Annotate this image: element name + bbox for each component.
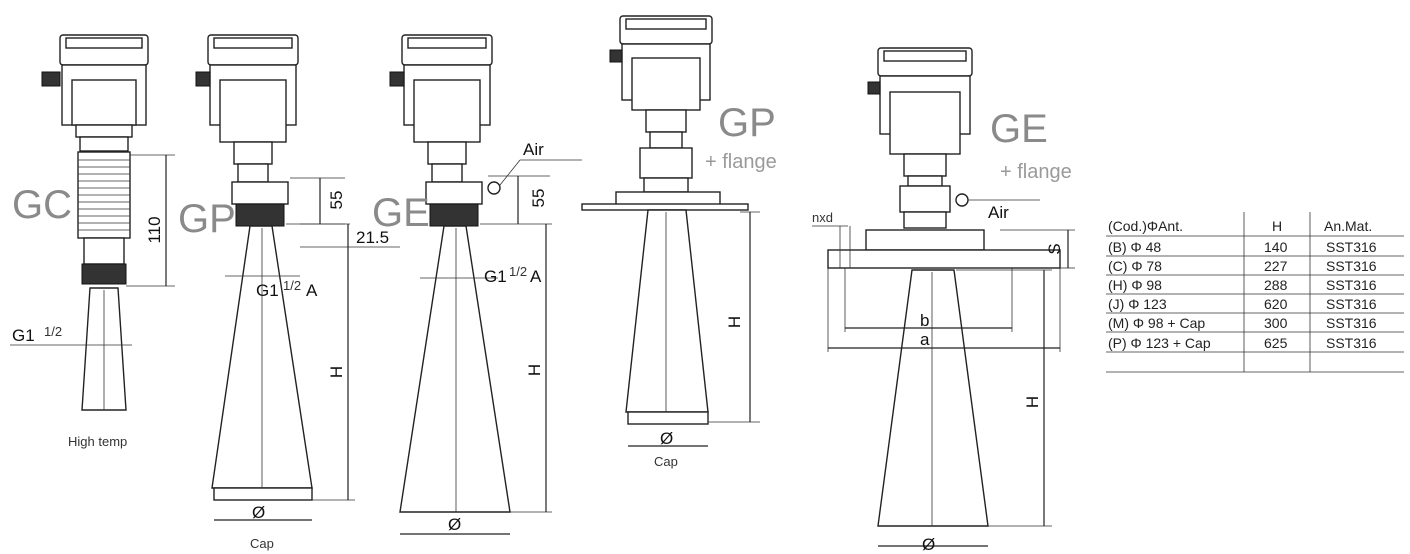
model-code-gp-flange: GP (718, 101, 776, 145)
table-cell-material: SST316 (1326, 335, 1377, 351)
model-gp-thread: 55 21.5 H GP G1 1/2 A Ø Cap (178, 34, 400, 551)
dia-ge-flange: Ø (922, 535, 935, 554)
table-cell-code: (H) Φ 98 (1108, 277, 1162, 293)
horn-ge-flange (877, 269, 989, 527)
table-row: (H) Φ 98 288 SST316 (1108, 277, 1377, 293)
thread-frac-gp: 1/2 (283, 278, 301, 293)
housing-ge-flange (867, 47, 973, 229)
table-cell-code: (J) Φ 123 (1108, 296, 1167, 312)
table-header-code: (Cod.)ΦAnt. (1108, 218, 1183, 234)
cap-gp-thread: Cap (250, 536, 274, 551)
flange-ge (865, 229, 985, 251)
table-row: (P) Φ 123 + Cap 625 SST316 (1108, 335, 1377, 351)
dia-gp-thread: Ø (252, 503, 265, 522)
model-code-ge-flange: GE (990, 107, 1048, 151)
horn-gp-flange (625, 209, 709, 413)
dim-b: b (920, 311, 929, 330)
table-cell-material: SST316 (1326, 239, 1377, 255)
dia-ge-thread: Ø (448, 515, 461, 534)
thread-frac-gc: 1/2 (44, 324, 62, 339)
table-header-material: An.Mat. (1324, 218, 1372, 234)
model-code-gc: GC (12, 183, 72, 227)
air-label-ge-flange: Air (988, 203, 1009, 222)
thread-gc: G1 (12, 326, 35, 345)
table-row: (C) Φ 78 227 SST316 (1108, 258, 1377, 274)
subtitle-ge-flange: + flange (1000, 161, 1072, 183)
nxd-label: nxd (812, 210, 833, 225)
thread-suffix-ge: A (530, 267, 542, 286)
table-cell-h: 140 (1264, 239, 1288, 255)
table-cell-material: SST316 (1326, 315, 1377, 331)
model-gc: 110 GC G1 1/2 High temp (10, 34, 175, 449)
table-cell-code: (B) Φ 48 (1108, 239, 1161, 255)
table-row: (B) Φ 48 140 SST316 (1108, 239, 1377, 255)
table-row: (J) Φ 123 620 SST316 (1108, 296, 1377, 312)
housing-ge-thread (389, 34, 501, 227)
antenna-spec-table: (Cod.)ΦAnt. H An.Mat. (B) Φ 48 140 SST31… (1106, 212, 1404, 373)
table-cell-code: (C) Φ 78 (1108, 258, 1162, 274)
housing-gc (41, 34, 149, 152)
table-cell-material: SST316 (1326, 277, 1377, 293)
model-code-gp-thread: GP (178, 197, 236, 241)
bellows-gc (77, 151, 131, 285)
table-cell-material: SST316 (1326, 296, 1377, 312)
dia-gp-flange: Ø (660, 429, 673, 448)
dim-s: S (1045, 243, 1064, 254)
model-code-ge-thread: GE (372, 191, 430, 235)
table-cell-code: (P) Φ 123 + Cap (1108, 335, 1211, 351)
table-cell-h: 625 (1264, 335, 1288, 351)
table-cell-h: 288 (1264, 277, 1288, 293)
cap-gp-flange: Cap (654, 454, 678, 469)
dim-55-ge: 55 (529, 189, 548, 208)
table-cell-h: 300 (1264, 315, 1288, 331)
table-cell-material: SST316 (1326, 258, 1377, 274)
dim-215: 21.5 (356, 228, 389, 247)
table-header-h: H (1272, 218, 1282, 234)
subtitle-gp-flange: + flange (705, 151, 777, 173)
table-cell-h: 620 (1264, 296, 1288, 312)
thread-gp: G1 (256, 281, 279, 300)
dim-h-gp-thread: H (327, 366, 346, 378)
model-ge-flange: Air nxd S b a H GE + flange (812, 47, 1075, 554)
air-label-ge-thread: Air (523, 140, 544, 159)
dim-55-gp: 55 (327, 191, 346, 210)
model-gp-flange: H GP + flange Ø Cap (581, 15, 777, 469)
model-ge-thread: Air 55 H GE G1 1/2 A Ø (372, 34, 582, 535)
thread-ge: G1 (484, 267, 507, 286)
note-high-temp: High temp (68, 434, 127, 449)
table-cell-code: (M) Φ 98 + Cap (1108, 315, 1205, 331)
table-cell-h: 227 (1264, 258, 1288, 274)
dim-h-gp-flange: H (725, 316, 744, 328)
thread-frac-ge: 1/2 (509, 264, 527, 279)
thread-suffix-gp: A (306, 281, 318, 300)
dim-110: 110 (145, 216, 164, 243)
housing-gp-flange (609, 15, 713, 193)
dim-h-ge-thread: H (525, 364, 544, 376)
dim-h-ge-flange: H (1023, 396, 1042, 408)
housing-gp-thread (195, 34, 299, 227)
table-row: (M) Φ 98 + Cap 300 SST316 (1108, 315, 1377, 331)
dim-a: a (920, 330, 930, 349)
